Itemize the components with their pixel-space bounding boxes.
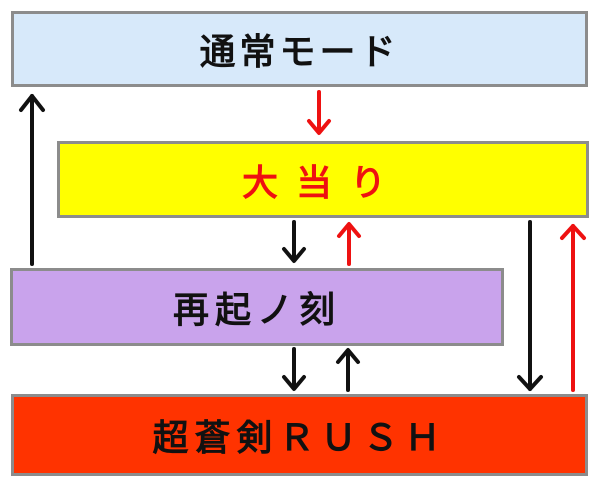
edge-resurrection-to-normal <box>19 94 45 266</box>
node-normal-mode: 通常モード <box>11 11 588 87</box>
node-jackpot-label: 大当り <box>241 162 404 204</box>
edge-normal-to-jackpot <box>307 90 331 135</box>
edge-resurrection-to-jackpot <box>337 222 361 266</box>
node-jackpot: 大当り <box>57 141 589 218</box>
node-resurrection-label: 再起ノ刻 <box>172 290 341 331</box>
edge-resurrection-to-rush <box>282 347 306 391</box>
node-resurrection: 再起ノ刻 <box>10 268 504 346</box>
node-rush: 超蒼剣ＲＵＳＨ <box>11 394 588 476</box>
edge-jackpot-to-rush <box>517 220 543 391</box>
edge-jackpot-to-resurrection <box>282 220 306 263</box>
edge-rush-to-jackpot <box>560 224 586 392</box>
edge-rush-to-resurrection <box>336 348 360 392</box>
node-rush-label: 超蒼剣ＲＵＳＨ <box>152 418 447 459</box>
node-normal-mode-label: 通常モード <box>199 32 400 73</box>
